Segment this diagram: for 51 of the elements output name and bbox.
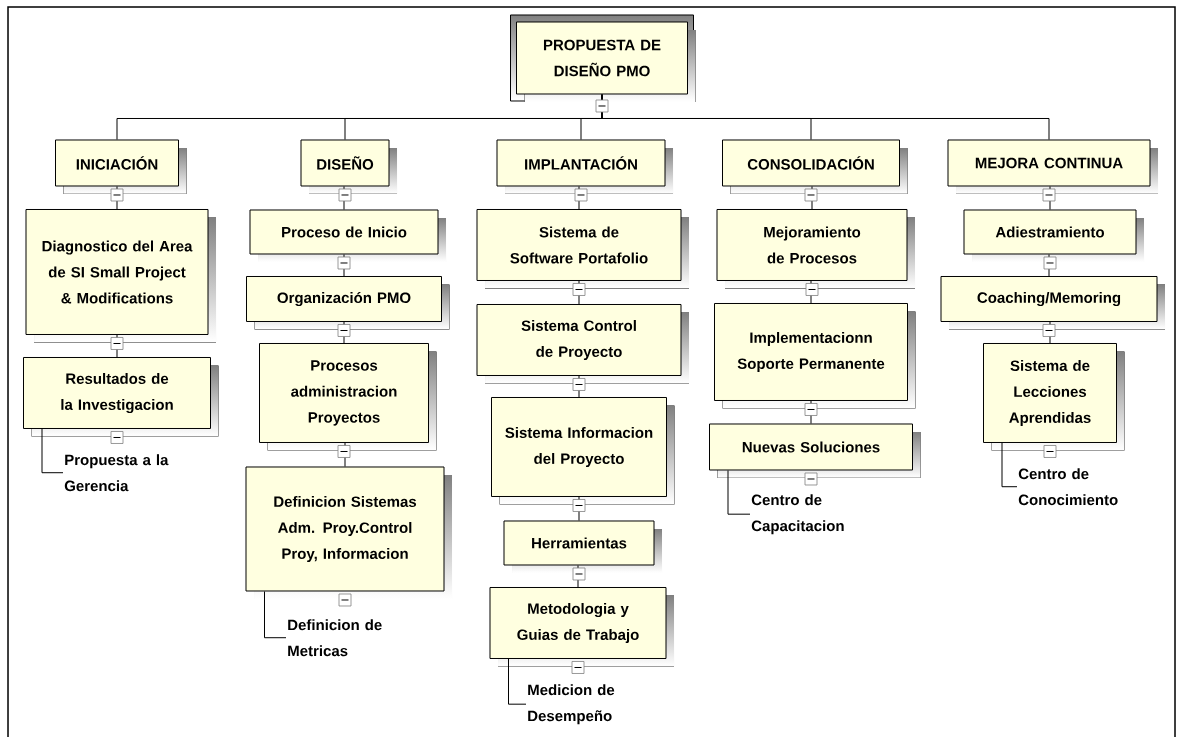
connector-line (41, 428, 64, 474)
connector-line (1001, 442, 1018, 488)
item-text: Propuesta a la Gerencia (64, 454, 169, 492)
connector-line (727, 470, 751, 515)
connector-line (810, 400, 812, 424)
process-box: Coaching/Memoring (940, 276, 1165, 330)
process-box: Procesos administracion Proyectos (259, 343, 437, 451)
item-text: Medicion de Desempeño (528, 684, 615, 725)
connector-line (1049, 186, 1051, 210)
connector-line (601, 94, 1050, 140)
process-box: Adiestramiento (963, 209, 1144, 262)
connector-line (578, 496, 580, 521)
process-box: INICIACIÓN (55, 139, 187, 194)
process-box: Definicion Sistemas Adm. Proy.Control Proy, Informacion (245, 466, 452, 599)
process-box: Sistema Control de Proyecto (476, 304, 689, 384)
process-box: MEJORA CONTINUA (947, 139, 1158, 194)
process-box: Organización PMO (246, 276, 450, 330)
process-box: Nuevas Soluciones (709, 423, 921, 478)
connector-line (1048, 254, 1050, 277)
process-box: Proceso de Inicio (249, 209, 446, 262)
process-box: Sistema Informacion del Proyecto (491, 397, 675, 505)
process-box: IMPLANTACIÓN (496, 139, 673, 194)
connector-line (810, 280, 812, 304)
connector-line (811, 186, 813, 210)
connector-line (1049, 321, 1051, 344)
title-box: PROPUESTA DE DISEÑO PMO (510, 14, 696, 102)
item-text: Definicion de Metricas (288, 619, 382, 657)
connector-line (343, 254, 345, 277)
connector-line (264, 591, 287, 639)
process-box: Herramientas (503, 520, 662, 573)
process-box: Diagnostico del Area de SI Small Project & Modifications (25, 209, 216, 343)
connector-line (343, 186, 345, 210)
connector-line (343, 321, 345, 344)
connector-line (116, 334, 118, 358)
connector-line (577, 565, 579, 588)
process-box: DISEÑO (300, 139, 397, 194)
process-box: CONSOLIDACIÓN (722, 139, 908, 194)
process-box: Mejoramiento de Procesos (716, 209, 915, 289)
connector-line (578, 375, 580, 398)
process-box: Sistema de Software Portafolio (476, 209, 689, 289)
connector-line (508, 658, 527, 705)
connector-line (116, 186, 118, 210)
process-box: Sistema de Lecciones Aprendidas (983, 343, 1125, 451)
process-box: Resultados de la Investigacion (23, 357, 219, 437)
connector-line (344, 442, 346, 467)
item-text: Centro de Conocimiento (1018, 468, 1118, 506)
connector-line (578, 280, 580, 305)
item-text: Centro de Capacitacion (751, 494, 844, 535)
connector-line (578, 186, 580, 210)
process-box: Implementacionn Soporte Permanente (714, 303, 916, 409)
process-box: Metodologia y Guias de Trabajo (489, 587, 674, 667)
